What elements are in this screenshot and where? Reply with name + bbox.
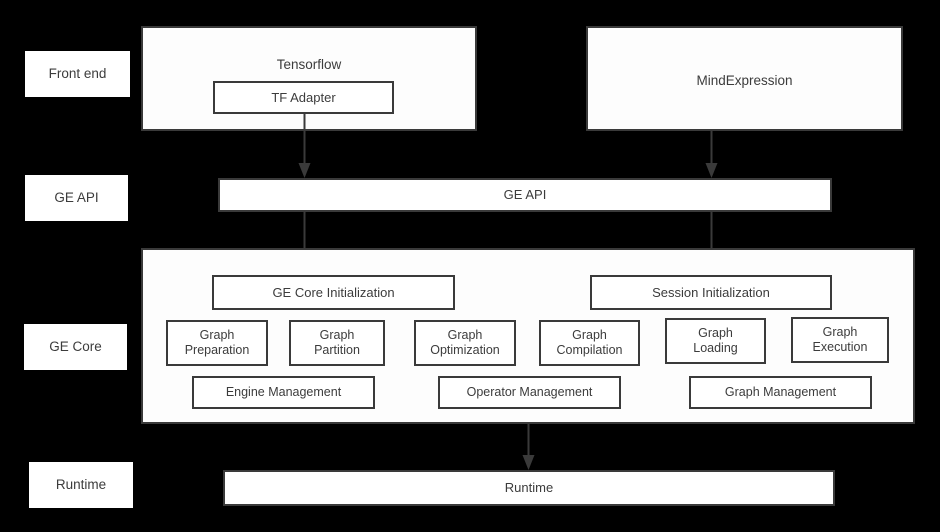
module-graph-compilation-label: Graph Compilation (556, 328, 622, 358)
module-engine-management[interactable]: Engine Management (192, 376, 375, 409)
module-graph-execution-label: Graph Execution (813, 325, 868, 355)
module-graph-partition-line1: Graph (319, 328, 355, 343)
layer-label-ge-core-text: GE Core (49, 339, 102, 355)
module-graph-compilation-line2: Compilation (556, 343, 623, 357)
connector-ge-core-to-runtime (520, 424, 537, 471)
connector-tf-adapter-to-ge-api (296, 113, 313, 179)
module-graph-partition-label: Graph Partition (314, 328, 360, 358)
module-graph-execution-line1: Graph (822, 325, 858, 340)
module-graph-preparation-line1: Graph (199, 328, 235, 343)
module-graph-preparation-label: Graph Preparation (185, 328, 250, 358)
module-graph-compilation-line1: Graph (572, 328, 607, 343)
session-initialization-label: Session Initialization (652, 284, 770, 300)
tf-adapter-box[interactable]: TF Adapter (213, 81, 394, 114)
module-operator-management-label: Operator Management (466, 385, 593, 400)
module-graph-partition-line2: Partition (314, 343, 360, 357)
ge-core-initialization-label: GE Core Initialization (272, 284, 395, 300)
ge-core-initialization-box[interactable]: GE Core Initialization (212, 275, 455, 310)
layer-label-ge-api: GE API (25, 175, 128, 221)
module-graph-optimization-line1: Graph (447, 328, 483, 343)
module-graph-execution-line2: Execution (812, 340, 868, 354)
mindexpression-label: MindExpression (696, 73, 793, 88)
module-graph-loading-label: Graph Loading (693, 326, 738, 356)
ge-api-bar-label: GE API (503, 187, 547, 203)
module-graph-loading-line1: Graph (698, 326, 733, 341)
module-graph-preparation-line2: Preparation (184, 343, 250, 357)
module-graph-optimization-label: Graph Optimization (430, 328, 499, 358)
ge-api-bar[interactable]: GE API (218, 178, 832, 212)
module-graph-execution[interactable]: Graph Execution (791, 317, 889, 363)
layer-label-ge-api-text: GE API (54, 190, 99, 206)
module-graph-partition[interactable]: Graph Partition (289, 320, 385, 366)
layer-label-runtime: Runtime (29, 462, 133, 508)
layer-label-runtime-text: Runtime (55, 477, 107, 493)
mindexpression-container: MindExpression (586, 26, 903, 131)
tensorflow-label: Tensorflow (276, 57, 342, 72)
module-graph-optimization[interactable]: Graph Optimization (414, 320, 516, 366)
module-graph-management[interactable]: Graph Management (689, 376, 872, 409)
module-graph-loading[interactable]: Graph Loading (665, 318, 766, 364)
layer-label-front-end-text: Front end (48, 66, 107, 82)
module-graph-compilation[interactable]: Graph Compilation (539, 320, 640, 366)
module-graph-management-label: Graph Management (724, 385, 837, 400)
layer-label-front-end: Front end (25, 51, 130, 97)
module-graph-preparation[interactable]: Graph Preparation (166, 320, 268, 366)
runtime-bar[interactable]: Runtime (223, 470, 835, 506)
connector-mindexpression-to-ge-api (703, 131, 720, 179)
session-initialization-box[interactable]: Session Initialization (590, 275, 832, 310)
runtime-bar-label: Runtime (504, 480, 554, 496)
module-engine-management-label: Engine Management (225, 385, 342, 400)
module-operator-management[interactable]: Operator Management (438, 376, 621, 409)
tf-adapter-label: TF Adapter (271, 89, 336, 105)
layer-label-ge-core: GE Core (24, 324, 127, 370)
module-graph-optimization-line2: Optimization (430, 343, 500, 357)
module-graph-loading-line2: Loading (693, 341, 738, 355)
